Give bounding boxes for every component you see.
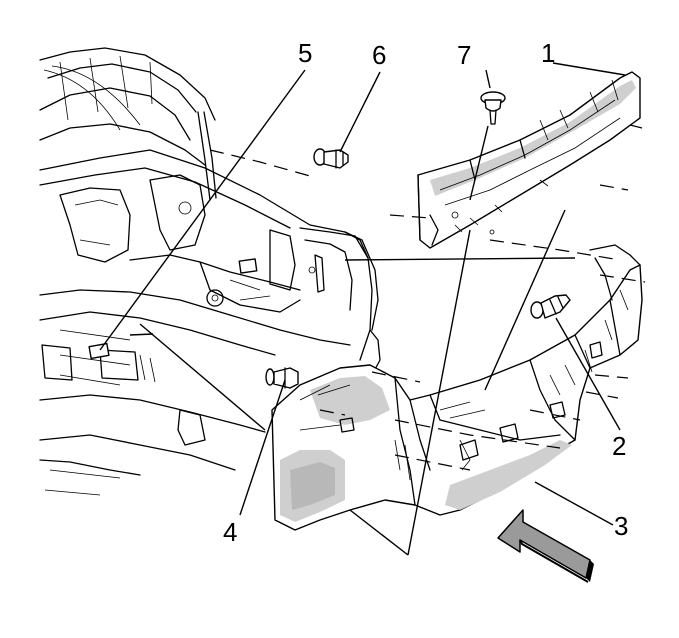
rear-compartment-sill-plate <box>417 71 641 249</box>
callout-5: 5 <box>298 38 312 68</box>
callout-4: 4 <box>223 517 237 547</box>
direction-arrow-icon <box>497 509 594 583</box>
push-in-fastener-lower <box>265 367 299 389</box>
callout-2: 2 <box>612 431 626 461</box>
rear-compartment-trim-panel <box>271 244 643 531</box>
push-in-fastener-side <box>530 294 571 319</box>
push-pin-retainer <box>480 91 506 125</box>
callout-3: 3 <box>614 511 628 541</box>
callout-7: 7 <box>457 40 471 70</box>
push-in-fastener-upper <box>313 148 349 169</box>
callout-labels: 1 2 3 4 5 6 7 <box>223 38 628 547</box>
alignment-dashed-lines <box>209 124 646 471</box>
leader-lines <box>99 62 626 556</box>
callout-1: 1 <box>541 38 555 68</box>
callout-6: 6 <box>372 40 386 70</box>
vehicle-trunk-body <box>39 47 381 496</box>
